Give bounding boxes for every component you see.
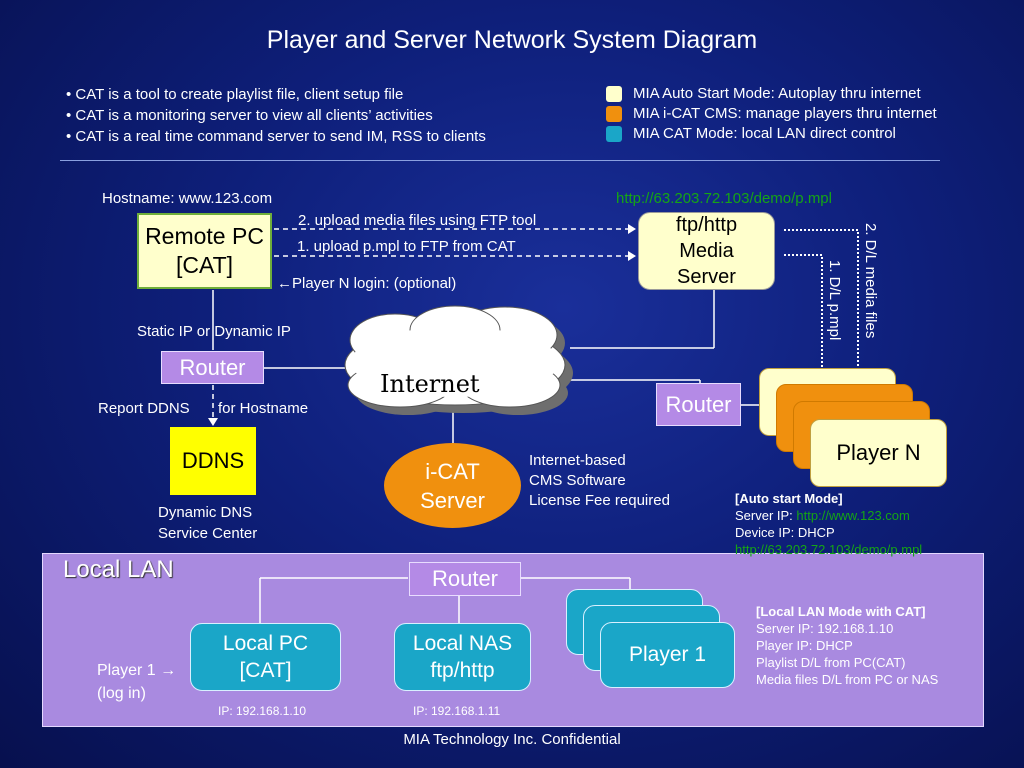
divider (60, 160, 940, 161)
for-hostname-label: for Hostname (218, 400, 309, 417)
bullet-item: • CAT is a real time command server to s… (66, 128, 486, 145)
router-node-lan: Router (409, 562, 521, 596)
player1-login-label: Player 1 → (log in) (97, 662, 177, 702)
media-server-node: ftp/http Media Server (638, 212, 775, 290)
legend-item-auto-start: MIA Auto Start Mode: Autoplay thru inter… (606, 84, 937, 104)
static-ip-label: Static IP or Dynamic IP (137, 323, 291, 340)
icat-caption: Internet-based CMS Software License Fee … (529, 452, 670, 509)
dl-mpl-line (784, 254, 823, 385)
ddns-caption: Dynamic DNS Service Center (158, 504, 258, 542)
legend-swatch (606, 126, 622, 142)
lan-mode-info: [Local LAN Mode with CAT] Server IP: 192… (756, 604, 939, 687)
router-node-players: Router (656, 383, 741, 426)
arrowhead (208, 418, 218, 426)
local-pc-ip: IP: 192.168.1.10 (218, 704, 307, 718)
upload-mpl-label: 1. upload p.mpl to FTP from CAT (297, 238, 516, 255)
player-login-note: ←Player N login: (optional) (277, 275, 457, 292)
legend-swatch (606, 106, 622, 122)
download-lines (784, 229, 859, 385)
arrow-left-icon: ← (277, 275, 292, 292)
legend-item-icat: MIA i-CAT CMS: manage players thru inter… (606, 104, 937, 124)
legend-label: MIA Auto Start Mode: Autoplay thru inter… (633, 85, 921, 102)
legend-item-cat: MIA CAT Mode: local LAN direct control (606, 124, 937, 144)
router-node-internet: Router (161, 351, 264, 384)
dl-mpl-label: 1. D/L p.mpl (826, 260, 843, 341)
bullet-item: • CAT is a monitoring server to view all… (66, 107, 433, 124)
dl-media-line (784, 229, 859, 385)
arrowhead (628, 224, 636, 234)
legend-swatch (606, 86, 622, 102)
player-1-node: Player 1 (600, 622, 735, 688)
arrowhead (628, 251, 636, 261)
hostname-label: Hostname: www.123.com (102, 190, 273, 207)
remote-pc-node: Remote PC [CAT] (137, 213, 272, 289)
ddns-node: DDNS (170, 427, 256, 495)
player-n-node: Player N (810, 419, 947, 487)
internet-label: Internet (380, 370, 480, 398)
upload-media-label: 2. upload media files using FTP tool (298, 212, 537, 229)
icat-server-node: i-CAT Server (384, 443, 521, 528)
media-url-label: http://63.203.72.103/demo/p.mpl (616, 190, 832, 207)
report-ddns-label: Report DDNS (98, 400, 190, 417)
mode-legend: MIA Auto Start Mode: Autoplay thru inter… (606, 84, 937, 144)
footer-text: MIA Technology Inc. Confidential (403, 731, 621, 748)
local-pc-node: Local PC [CAT] (190, 623, 341, 691)
legend-label: MIA i-CAT CMS: manage players thru inter… (633, 105, 937, 122)
auto-start-info: [Auto start Mode] Server IP: http://www.… (735, 491, 923, 557)
local-nas-node: Local NAS ftp/http (394, 623, 531, 691)
local-nas-ip: IP: 192.168.1.11 (413, 704, 501, 718)
dl-media-label: 2. D/L media files (862, 223, 879, 339)
legend-label: MIA CAT Mode: local LAN direct control (633, 125, 896, 142)
local-lan-title: Local LAN (63, 556, 174, 583)
dashed-links (208, 224, 636, 426)
page-title: Player and Server Network System Diagram (266, 26, 758, 54)
bullet-item: • CAT is a tool to create playlist file,… (66, 86, 404, 103)
feature-bullets: • CAT is a tool to create playlist file,… (66, 84, 486, 147)
